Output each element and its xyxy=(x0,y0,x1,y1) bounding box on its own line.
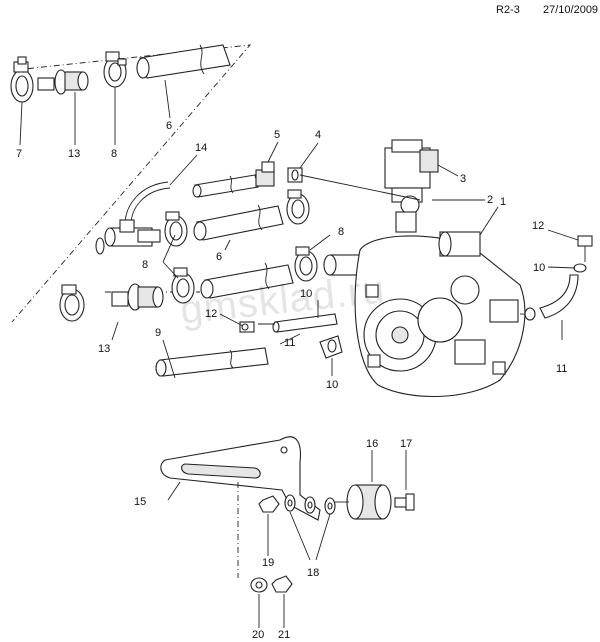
part-8-clamp-mid-a xyxy=(164,211,188,247)
part-6-hose-top xyxy=(136,44,231,79)
callout-19: 19 xyxy=(262,557,274,569)
part-9-tube xyxy=(155,347,269,377)
part-1-regulator-body xyxy=(354,231,526,397)
callout-16: 16 xyxy=(366,438,378,450)
part-8-clamp-top xyxy=(103,51,127,88)
callout-1: 1 xyxy=(500,196,506,208)
part-11-hose-right xyxy=(539,274,579,319)
hose-group-outline xyxy=(11,44,252,323)
callout-11-left: 11 xyxy=(284,337,295,349)
callout-21: 21 xyxy=(278,629,290,641)
diagram-reference: R2-3 xyxy=(496,4,520,16)
part-14-tee-fitting xyxy=(95,181,171,255)
callout-4: 4 xyxy=(315,129,321,141)
callout-10-upper: 10 xyxy=(300,288,312,300)
callout-3: 3 xyxy=(460,173,466,185)
part-10-clip-right-b xyxy=(520,307,536,321)
part-8-clamp-mid-b xyxy=(286,189,310,225)
part-17-bolt xyxy=(394,493,415,511)
part-4-nut xyxy=(287,167,303,183)
part-10-clip-left xyxy=(319,335,343,359)
callout-12-right: 12 xyxy=(532,220,544,232)
callout-17: 17 xyxy=(400,438,412,450)
callout-18: 18 xyxy=(307,567,319,579)
part-13-fitting-low xyxy=(111,283,164,311)
part-6-hose-mid xyxy=(193,204,284,241)
part-15-bracket xyxy=(160,436,321,521)
part-8-clamp-low-b xyxy=(171,267,195,304)
callout-11-right: 11 xyxy=(556,363,567,375)
callout-8-mid-a: 8 xyxy=(142,259,148,271)
callout-6-top: 6 xyxy=(166,120,172,132)
callout-6-mid: 6 xyxy=(216,251,222,263)
leader-lines xyxy=(19,79,579,628)
part-7-clamp-top xyxy=(10,56,34,103)
callout-10-right: 10 xyxy=(533,262,545,274)
callout-12-left: 12 xyxy=(205,308,217,320)
callout-7: 7 xyxy=(16,148,22,160)
regulator-mount-flanges xyxy=(365,284,506,375)
part-12-fitting-left xyxy=(239,321,255,333)
part-21-nut xyxy=(271,575,293,593)
part-5-connector xyxy=(192,161,275,198)
diagram-date: 27/10/2009 xyxy=(543,4,599,16)
callout-8-mid-b: 8 xyxy=(338,226,344,238)
inlet-nipple xyxy=(323,254,361,276)
part-8-clamp-low-c xyxy=(294,246,318,282)
callout-8-top: 8 xyxy=(111,148,117,160)
part-8-clamp-low-a xyxy=(59,284,85,322)
callout-9: 9 xyxy=(155,327,161,339)
part-13-fitting-top xyxy=(37,69,89,95)
part-20-washer xyxy=(250,577,268,593)
callout-13-top: 13 xyxy=(68,148,80,160)
part-10-clip-right-a xyxy=(573,263,587,273)
part-11-hose-left xyxy=(258,313,338,333)
callout-13-low: 13 xyxy=(98,343,110,355)
callout-2: 2 xyxy=(487,194,493,206)
part-16-rubber-mount xyxy=(335,484,392,520)
callout-10-lower: 10 xyxy=(326,379,338,391)
part-19-nut xyxy=(258,495,280,513)
callout-5: 5 xyxy=(274,129,280,141)
part-12-fitting-right xyxy=(577,235,593,262)
callout-15: 15 xyxy=(134,496,146,508)
part-18-washers xyxy=(284,494,336,515)
part-6-hose-low xyxy=(200,262,294,299)
callout-labels: 7 13 8 6 5 4 3 2 1 14 6 8 8 13 9 12 11 1… xyxy=(16,120,567,641)
callout-20: 20 xyxy=(252,629,264,641)
callout-14: 14 xyxy=(195,142,207,154)
part-3-solenoid xyxy=(384,139,439,233)
